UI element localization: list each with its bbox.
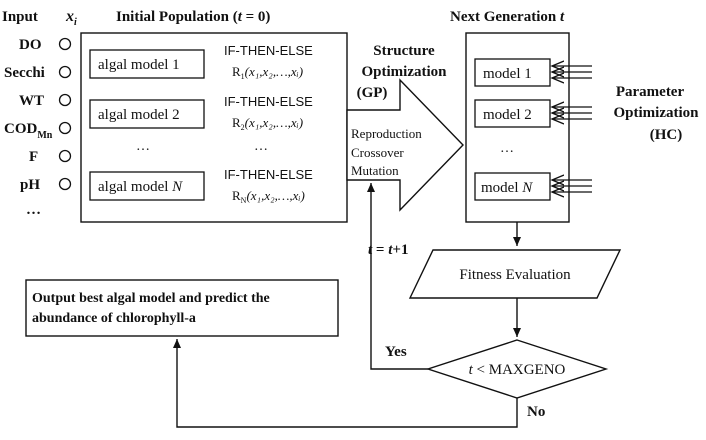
yes-label: Yes [385,344,407,360]
output-line1: Output best algal model and predict the [32,291,270,306]
rule-n-formula: RN(x₁,x₂,…,xᵢ) [232,188,305,205]
input-label-wt: WT [19,93,44,109]
no-label: No [527,404,545,420]
rule-1-formula: R1(x₁,x₂,…,xᵢ) [232,64,303,81]
population-ellipsis-right: … [254,139,268,154]
structure-optimization-line2: Optimization [362,64,448,80]
algal-model-1-label: algal model 1 [98,57,180,73]
next-generation-title: Next Generation t [450,9,565,25]
rule-1-prefix: IF-THEN-ELSE [224,43,313,58]
next-model-n-box [474,172,551,201]
algal-model-2-box [89,99,205,129]
operator-crossover: Crossover [351,145,404,160]
operator-mutation: Mutation [351,163,399,178]
algal-model-2-label: algal model 2 [98,107,180,123]
algal-model-1-box [89,49,205,79]
next-model-1-label: model 1 [483,66,532,82]
input-ellipsis: … [26,202,41,218]
structure-optimization-arrow [346,78,464,212]
input-port-ph [58,177,72,191]
next-model-2-label: model 2 [483,107,532,123]
fitness-evaluation-label: Fitness Evaluation [459,267,571,283]
rule-2-prefix: IF-THEN-ELSE [224,94,313,109]
fitness-evaluation-box [408,249,622,299]
arrow-yes-loop [367,183,428,370]
loop-increment-label: t = t+1 [368,242,408,258]
input-header: Input [2,9,38,25]
input-label-f: F [29,149,38,165]
parameter-optimization-line3: (HC) [650,127,683,143]
input-port-do [58,37,72,51]
input-port-wt [58,93,72,107]
input-port-f [58,149,72,163]
input-label-do: DO [19,37,42,53]
rule-2-formula: R2(x₁,x₂,…,xᵢ) [232,115,303,132]
next-model-1-box [474,58,551,87]
output-box [25,279,339,337]
rule-n-prefix: IF-THEN-ELSE [224,167,313,182]
input-port-secchi [58,65,72,79]
parameter-optimization-line1: Parameter [616,84,685,100]
population-ellipsis-left: … [136,139,150,154]
next-model-n-label: model N [481,180,533,196]
parameter-arrows [552,66,592,192]
arrow-no-path [173,339,518,428]
initial-population-title: Initial Population (t = 0) [116,9,270,25]
parameter-optimization-line2: Optimization [614,105,700,121]
algal-model-n-label: algal model N [98,179,183,195]
structure-optimization-line1: Structure [373,43,435,59]
structure-optimization-line3: (GP) [357,85,388,101]
input-label-secchi: Secchi [4,65,45,81]
next-generation-ellipsis: … [500,141,514,156]
operator-reproduction: Reproduction [351,126,422,141]
next-model-2-box [474,99,551,128]
input-var-symbol: xi [65,8,77,28]
decision-label: t < MAXGENO [469,362,566,378]
output-line2: abundance of chlorophyll-a [32,311,196,326]
input-list: DO Secchi WT CODMn F pH … [4,37,72,218]
input-label-ph: pH [20,177,40,193]
input-label-cod: CODMn [4,121,53,141]
input-port-cod [58,121,72,135]
algal-model-n-box [89,171,205,201]
